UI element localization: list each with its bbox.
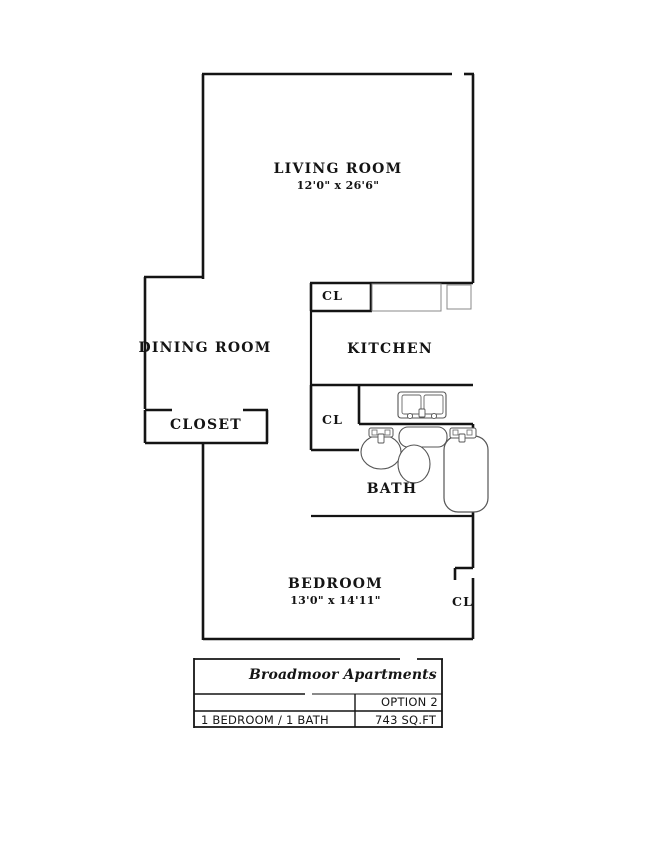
lavatory-spout <box>377 433 385 444</box>
bath-name: BATH <box>366 481 418 497</box>
bathtub <box>443 427 489 513</box>
lavatory-knob-left <box>371 429 378 436</box>
toilet-tank <box>398 426 448 448</box>
tub-spout <box>458 433 466 443</box>
lavatory-knob-right <box>384 429 391 436</box>
room-label-bath: BATH <box>332 480 452 499</box>
room-label-dining-room: DINING ROOM <box>115 339 295 358</box>
room-label-living-room: LIVING ROOM 12'0" x 26'6" <box>243 160 433 194</box>
sink-basin-right <box>423 394 444 415</box>
closet-label-bedroom: CL <box>452 594 473 609</box>
range-appliance <box>446 284 472 310</box>
closet-label-kitchen: CL <box>322 288 343 303</box>
kitchen-sink <box>397 391 447 420</box>
title-block-project-name: Broadmoor Apartments <box>249 667 437 683</box>
bath-sink <box>360 427 402 470</box>
tub-basin <box>443 435 489 513</box>
bedroom-name: BEDROOM <box>288 576 383 592</box>
kitchen-name: KITCHEN <box>347 341 433 357</box>
sink-knob-left <box>406 412 414 420</box>
title-block-option: OPTION 2 <box>381 695 438 709</box>
title-block-frame <box>193 658 443 728</box>
tub-knob-left <box>452 429 459 436</box>
room-label-closet: CLOSET <box>146 416 266 435</box>
dining-room-name: DINING ROOM <box>138 340 272 356</box>
toilet-bowl <box>397 444 431 484</box>
title-block-unit-type: 1 BEDROOM / 1 BATH <box>201 713 329 727</box>
closet-name: CLOSET <box>170 417 242 433</box>
sink-basin-left <box>401 394 422 415</box>
living-room-dimensions: 12'0" x 26'6" <box>296 178 380 192</box>
toilet <box>397 426 448 484</box>
closet-label-bath: CL <box>322 412 343 427</box>
kitchen-fixtures-group <box>371 283 472 312</box>
living-room-name: LIVING ROOM <box>273 161 403 177</box>
room-label-bedroom: BEDROOM 13'0" x 14'11" <box>243 575 428 609</box>
sink-knob-right <box>430 412 438 420</box>
kitchen-counter <box>371 283 442 312</box>
bedroom-dimensions: 13'0" x 14'11" <box>290 593 381 607</box>
sink-faucet <box>418 408 426 418</box>
title-block-area: 743 SQ.FT <box>375 713 437 727</box>
room-label-kitchen: KITCHEN <box>320 340 460 359</box>
tub-knob-right <box>466 429 473 436</box>
